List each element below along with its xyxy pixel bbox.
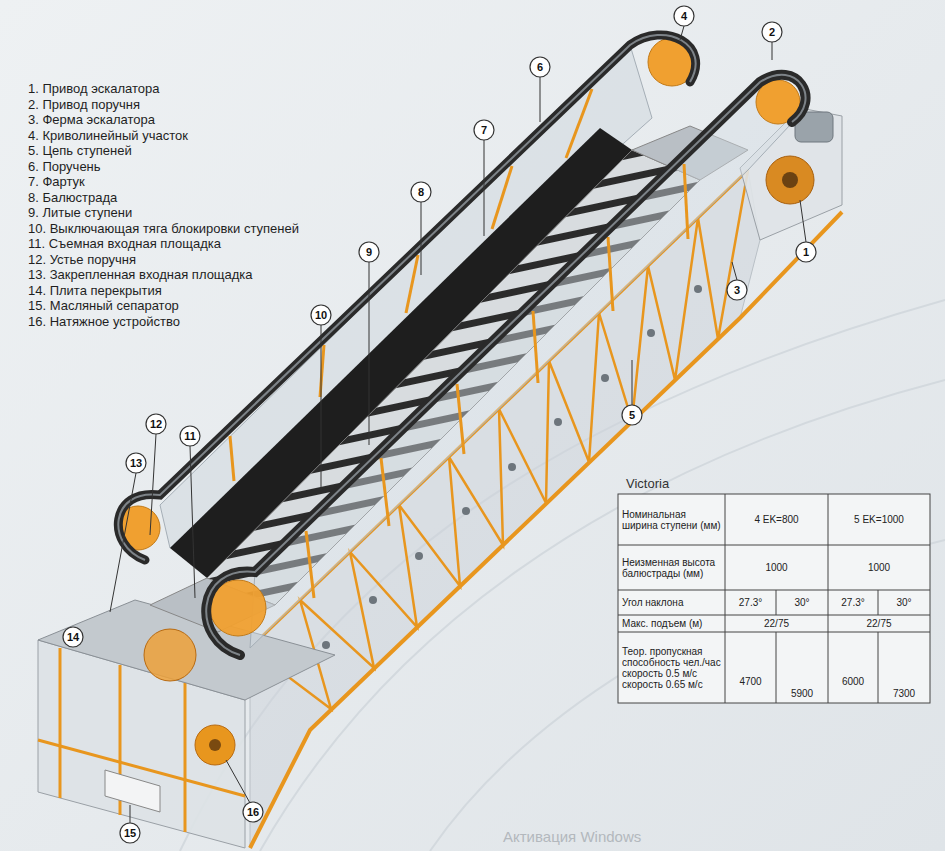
legend-entry: 7. Фартук [28,174,85,189]
callout-number: 14 [63,627,83,647]
callout-number: 11 [180,426,200,446]
legend-entry: 14. Плита перекрытия [28,283,162,298]
table-cell: 30° [776,590,828,615]
table-cell: 27.3° [725,590,776,615]
balustrade-glass [250,82,790,648]
callout-number: 5 [622,405,642,425]
legend-entry: 16. Натяжное устройство [28,314,180,329]
table-cell: 6000 [828,632,878,703]
callout-number: 3 [727,280,747,300]
table-cell: 1000 [828,545,930,590]
callout-number: 1 [796,242,816,262]
table-cell: 5 EK=1000 [828,494,930,545]
apron [170,128,632,578]
table-cell: 1000 [725,545,828,590]
pit-frame [184,683,187,832]
callout-number: 16 [243,802,263,822]
pit-frame [59,648,62,798]
legend-entry: 6. Поручень [28,159,101,174]
legend-entry: 11. Съемная входная площадка [28,236,221,251]
callout-number: 9 [359,242,379,262]
legend-entry: 4. Криволинейный участок [28,128,188,143]
table-cell: 7300 [878,632,930,703]
table-cell: Номинальная ширина ступени (мм) [618,494,725,545]
callout-number: 13 [126,453,146,473]
legend-entry: 12. Устье поручня [28,252,136,267]
legend-entry: 8. Балюстрада [28,190,117,205]
table-rule [618,494,930,703]
table-cell: Теор. пропускная способность чел./час ск… [618,632,725,703]
legend-entry: 10. Выключающая тяга блокировки ступеней [28,221,299,236]
callout-number: 7 [474,120,494,140]
table-cell: Макс. подъем (м) [618,615,725,632]
drive-hub [782,172,798,188]
callout-number: 10 [311,305,331,325]
table-cell: Угол наклона [618,590,725,615]
callout-number: 15 [120,823,140,843]
table-cell: Неизменная высота балюстрады (мм) [618,545,725,590]
tension-wheel [195,725,235,765]
legend-entry: 5. Цепь ступеней [28,143,132,158]
legend-entry: 13. Закрепленная входная площадка [28,267,253,282]
callout-number: 4 [674,6,694,26]
oil-separator [105,770,160,812]
callout-number: 6 [530,57,550,77]
table-cell: 22/75 [828,615,930,632]
table-cell: 27.3° [828,590,878,615]
callout-number: 8 [411,182,431,202]
callout-number: 12 [146,414,166,434]
return-wheel [144,629,196,681]
table-cell: 4 EK=800 [725,494,828,545]
callout-number: 2 [762,22,782,42]
drive-wheel [766,156,814,204]
spec-table [618,494,930,703]
legend-entry: 2. Привод поручня [28,97,140,112]
table-cell: 4700 [725,632,776,703]
watermark: Активация Windows [503,828,641,845]
table-title: Victoria [626,476,669,491]
legend-entry: 1. Привод эскалатора [28,81,160,96]
legend-entry: 15. Масляный сепаратор [28,298,179,313]
legend-entry: 3. Ферма эскалатора [28,112,155,127]
table-cell: 30° [878,590,930,615]
table-cell: 5900 [776,632,828,703]
tension-hub [209,739,221,751]
table-cell: 22/75 [725,615,828,632]
legend-entry: 9. Литые ступени [28,205,132,220]
